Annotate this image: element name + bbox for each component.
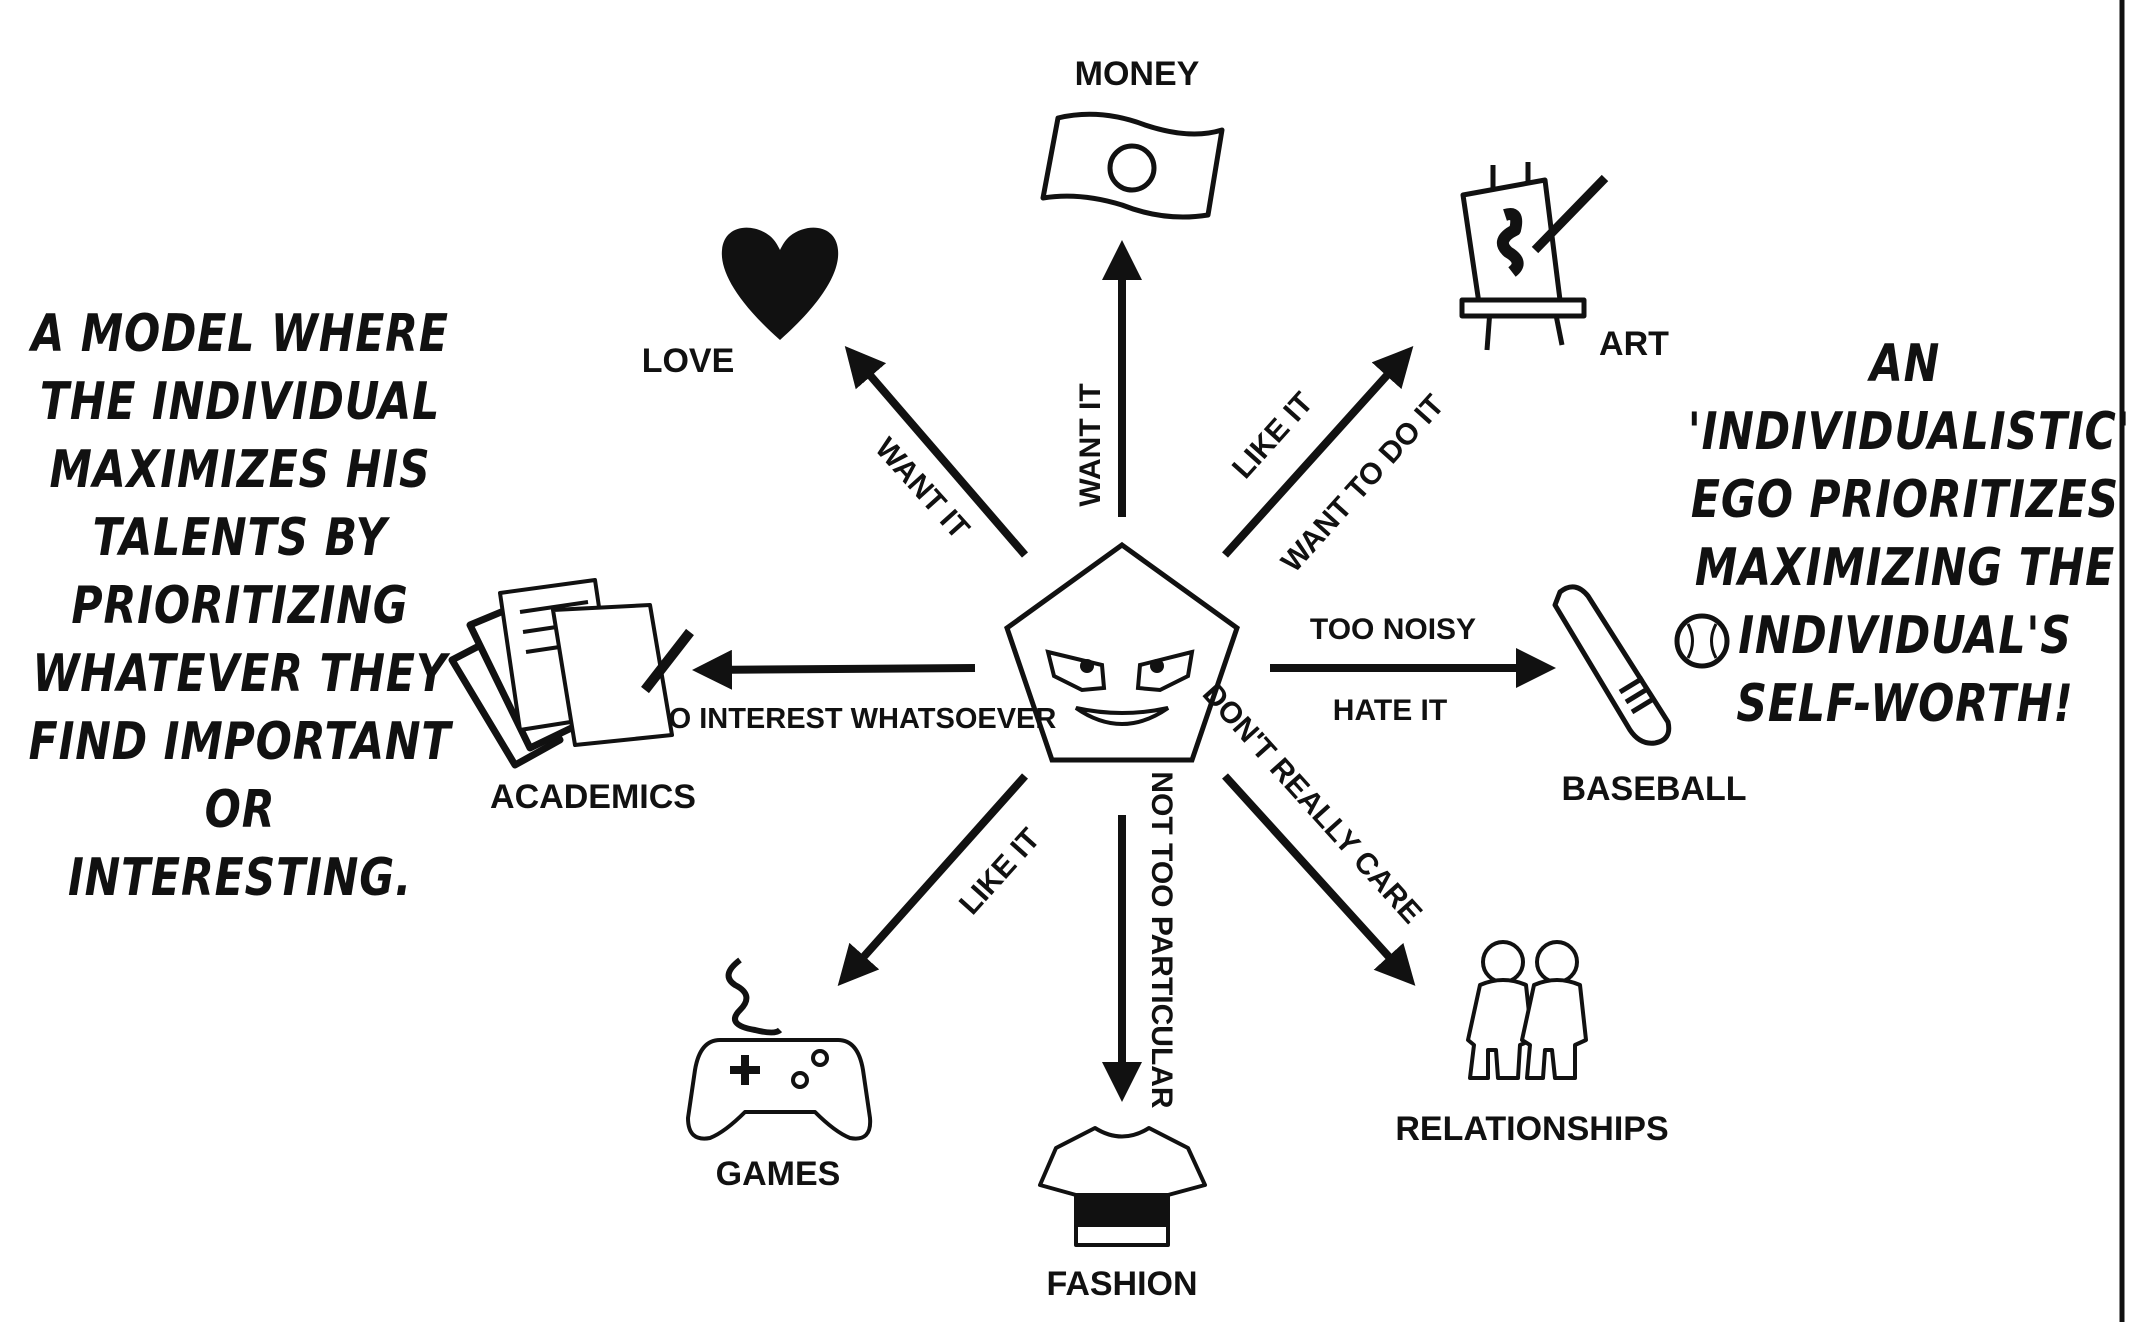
node-label-relationships: RELATIONSHIPS: [1395, 1110, 1668, 1148]
left-caption-line: OR INTERESTING.: [67, 780, 413, 908]
left-caption-line: WHATEVER THEY: [32, 644, 448, 704]
node-label-love: LOVE: [642, 342, 735, 380]
right-caption-line: EGO PRIORITIZES: [1690, 470, 2120, 530]
left-caption-line: TALENTS BY: [92, 508, 388, 568]
left-caption-line: A MODEL WHERE: [31, 304, 449, 364]
pentagon-face-icon: [1004, 541, 1240, 763]
left-caption: A MODEL WHERE THE INDIVIDUAL MAXIMIZES H…: [27, 300, 453, 912]
right-caption-line: 'INDIVIDUALISTIC': [1687, 402, 2131, 462]
node-label-games: GAMES: [716, 1155, 841, 1193]
left-caption-line: MAXIMIZES HIS: [49, 440, 431, 500]
right-caption-line: MAXIMIZING THE: [1694, 538, 2116, 598]
node-label-baseball: BASEBALL: [1561, 770, 1746, 808]
node-label-academics: ACADEMICS: [490, 778, 696, 816]
arrow-love: [844, 345, 1029, 558]
arrow-academics: [692, 649, 976, 690]
arrow-label-baseball-2: HATE IT: [1333, 694, 1447, 727]
baseball-bat-icon: [1552, 584, 1730, 746]
left-caption-line: FIND IMPORTANT: [28, 712, 452, 772]
node-label-money: MONEY: [1075, 55, 1200, 93]
left-caption-line: PRIORITIZING: [71, 576, 409, 636]
arrow-games: [837, 773, 1028, 986]
arrow-label-fashion: NOT TOO PARTICULAR: [1145, 771, 1178, 1109]
game-controller-icon: [686, 957, 873, 1141]
node-label-art: ART: [1599, 325, 1669, 363]
right-caption-line: INDIVIDUAL'S: [1738, 606, 2072, 666]
papers-icon: [448, 578, 694, 769]
arrow-art: [1222, 346, 1414, 558]
left-caption-line: THE INDIVIDUAL: [39, 372, 441, 432]
right-caption-line: SELF-WORTH!: [1736, 674, 2074, 734]
arrow-relationships: [1222, 773, 1416, 986]
right-caption-line: AN: [1869, 334, 1941, 394]
heart-icon: [721, 227, 839, 340]
money-flag-icon: [1040, 111, 1225, 220]
shirt-icon: [1038, 1126, 1207, 1247]
arrow-label-baseball-1: TOO NOISY: [1310, 613, 1476, 646]
right-caption: AN 'INDIVIDUALISTIC' EGO PRIORITIZES MAX…: [1687, 330, 2131, 738]
easel-icon: [1459, 162, 1609, 351]
people-icon: [1466, 940, 1588, 1080]
arrow-label-money: WANT IT: [1074, 383, 1107, 506]
node-label-fashion: FASHION: [1046, 1265, 1197, 1303]
arrow-label-academics: NO INTEREST WHATSOEVER: [648, 703, 1057, 735]
arrow-label-love: WANT IT: [869, 432, 976, 546]
